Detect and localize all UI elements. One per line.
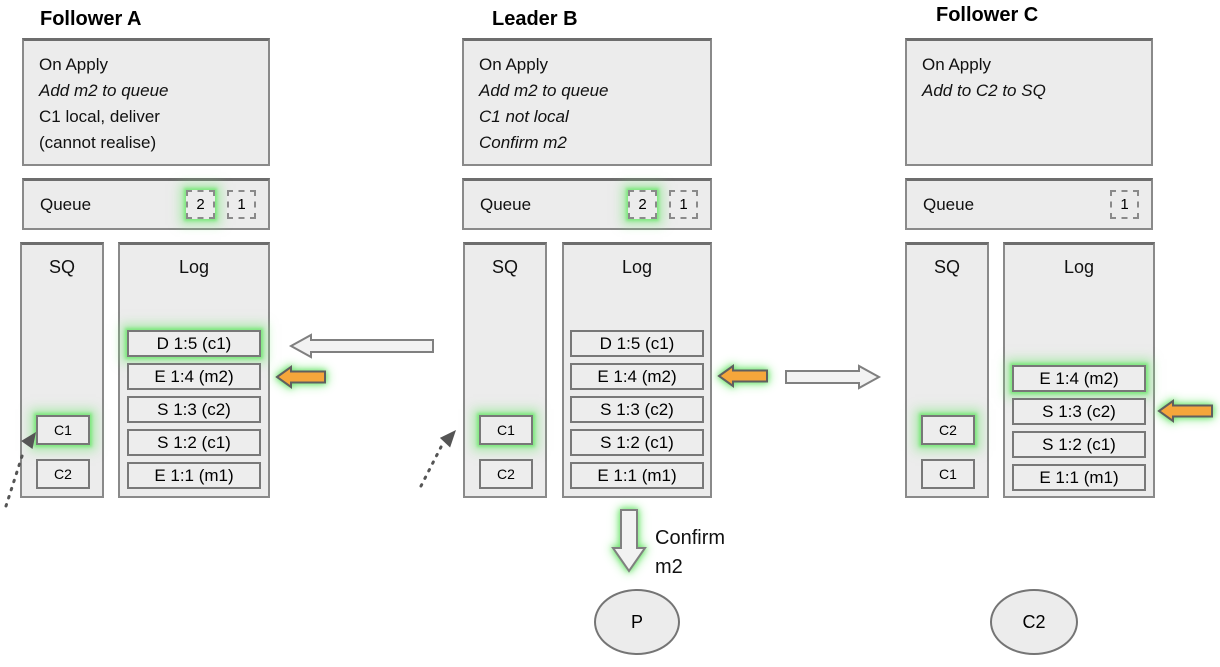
node-a-on-apply-line: (cannot realise) xyxy=(39,133,157,152)
node-c-on-apply-box: On Apply Add to C2 to SQ xyxy=(905,38,1153,166)
log-entry: E 1:1 (m1) xyxy=(1012,464,1146,491)
apply-pointer-b-icon xyxy=(717,364,768,388)
node-b-sq-box: SQ C1 C2 xyxy=(463,242,547,498)
apply-pointer-c-icon xyxy=(1157,399,1213,423)
node-a-on-apply-line: C1 local, deliver xyxy=(39,107,160,126)
process-c2-ellipse: C2 xyxy=(990,589,1078,655)
node-a-sq-item-c2: C2 xyxy=(36,459,90,489)
node-a-queue-label: Queue xyxy=(40,194,92,214)
node-b-on-apply-line: Confirm m2 xyxy=(479,133,567,152)
log-entry: S 1:2 (c1) xyxy=(570,429,704,456)
node-c-log-label: Log xyxy=(1063,257,1095,277)
confirm-m2-label: Confirm m2 xyxy=(655,527,726,578)
node-b-log-entries: D 1:5 (c1) E 1:4 (m2) S 1:3 (c2) S 1:2 (… xyxy=(564,330,710,495)
node-b-on-apply-line: Add m2 to queue xyxy=(479,81,609,100)
log-entry: E 1:4 (m2) xyxy=(127,363,261,390)
replicate-arrow-b-to-a xyxy=(288,333,434,359)
node-a-queue-box: Queue 2 1 xyxy=(22,178,270,230)
log-entry: S 1:3 (c2) xyxy=(1012,398,1146,425)
node-b-log-box: Log D 1:5 (c1) E 1:4 (m2) S 1:3 (c2) S 1… xyxy=(562,242,712,498)
node-a-sq-label: SQ xyxy=(48,257,75,277)
node-b-sq-label: SQ xyxy=(491,257,518,277)
log-entry: S 1:3 (c2) xyxy=(570,396,704,423)
node-b-queue-slot-1: 1 xyxy=(669,190,698,219)
node-a-log-entries: D 1:5 (c1) E 1:4 (m2) S 1:3 (c2) S 1:2 (… xyxy=(120,330,268,495)
node-a-queue-slot-2: 2 xyxy=(186,190,215,219)
process-c2-label: C2 xyxy=(1022,611,1046,632)
process-p-ellipse: P xyxy=(594,589,680,655)
node-b-on-apply-line: On Apply xyxy=(479,55,548,74)
node-c-log-box: Log E 1:4 (m2) S 1:3 (c2) S 1:2 (c1) E 1… xyxy=(1003,242,1155,498)
apply-pointer-a-icon xyxy=(275,365,326,389)
sq-dotted-pointer-b xyxy=(419,430,456,488)
node-a-queue-slot-1: 1 xyxy=(227,190,256,219)
node-c-title: Follower C xyxy=(936,4,1039,26)
log-entry: E 1:1 (m1) xyxy=(127,462,261,489)
node-b-on-apply-box: On Apply Add m2 to queue C1 not local Co… xyxy=(462,38,712,166)
log-entry: D 1:5 (c1) xyxy=(127,330,261,357)
log-entry: S 1:3 (c2) xyxy=(127,396,261,423)
log-entry: E 1:4 (m2) xyxy=(570,363,704,390)
log-entry: D 1:5 (c1) xyxy=(570,330,704,357)
node-c-on-apply-line: Add to C2 to SQ xyxy=(922,81,1046,100)
node-b-sq-item-c2: C2 xyxy=(479,459,533,489)
node-a-sq-item-c1: C1 xyxy=(36,415,90,445)
node-c-log-entries: E 1:4 (m2) S 1:3 (c2) S 1:2 (c1) E 1:1 (… xyxy=(1005,365,1153,497)
node-c-queue-slot-1: 1 xyxy=(1110,190,1139,219)
node-b-queue-box: Queue 2 1 xyxy=(462,178,712,230)
node-a-log-box: Log D 1:5 (c1) E 1:4 (m2) S 1:3 (c2) S 1… xyxy=(118,242,270,498)
node-c-sq-label: SQ xyxy=(933,257,960,277)
log-entry: S 1:2 (c1) xyxy=(127,429,261,456)
node-c-queue-items: 1 xyxy=(1110,190,1139,219)
node-c-sq-item-c1: C1 xyxy=(921,459,975,489)
node-b-on-apply-line: C1 not local xyxy=(479,107,569,126)
node-a-on-apply-line: On Apply xyxy=(39,55,108,74)
log-entry: S 1:2 (c1) xyxy=(1012,431,1146,458)
node-c-sq-item-c2: C2 xyxy=(921,415,975,445)
node-c-on-apply-line: On Apply xyxy=(922,55,991,74)
log-entry: E 1:4 (m2) xyxy=(1012,365,1146,392)
node-b-sq-item-c1: C1 xyxy=(479,415,533,445)
node-c-queue-box: Queue 1 xyxy=(905,178,1153,230)
node-b-queue-items: 2 1 xyxy=(628,190,698,219)
process-p-label: P xyxy=(630,611,643,632)
node-b-queue-label: Queue xyxy=(480,194,532,214)
node-a-log-label: Log xyxy=(178,257,210,277)
replicate-arrow-b-to-c xyxy=(785,364,882,390)
node-a-on-apply-box: On Apply Add m2 to queue C1 local, deliv… xyxy=(22,38,270,166)
node-a-on-apply-line: Add m2 to queue xyxy=(39,81,169,100)
node-a-title: Follower A xyxy=(40,8,142,30)
node-b-queue-slot-2: 2 xyxy=(628,190,657,219)
log-entry: E 1:1 (m1) xyxy=(570,462,704,489)
node-b-title: Leader B xyxy=(492,8,578,30)
node-a-queue-items: 2 1 xyxy=(186,190,256,219)
node-c-sq-box: SQ C2 C1 xyxy=(905,242,989,498)
node-b-log-label: Log xyxy=(621,257,653,277)
confirm-down-arrow xyxy=(611,509,647,573)
node-a-sq-box: SQ C1 C2 xyxy=(20,242,104,498)
node-c-queue-label: Queue xyxy=(923,194,975,214)
